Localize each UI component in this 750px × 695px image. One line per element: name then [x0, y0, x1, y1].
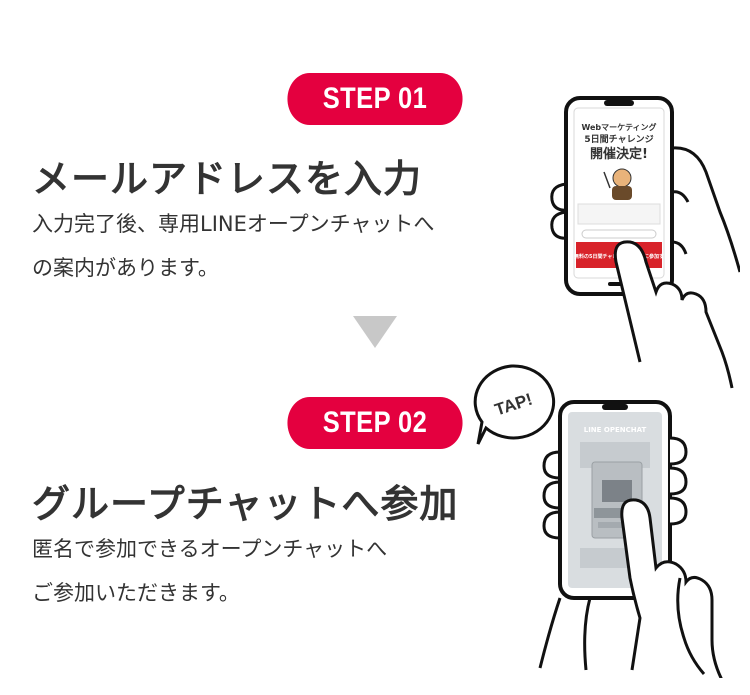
step-01-desc-line1: 入力完了後、専用LINEオープンチャットへ [32, 212, 435, 236]
step-01-badge: STEP 01 [287, 73, 463, 125]
phone1-line3: 開催決定! [590, 146, 648, 162]
phone2-header: LINE OPENCHAT [584, 426, 647, 434]
step-02-badge-label: STEP 02 [322, 406, 428, 439]
hand-holding-phone-icon: Webマーケティング 5日間チャレンジ 開催決定! 無料の5日間チャレ プログラ… [550, 96, 740, 389]
phone1-line2: 5日間チャレンジ [584, 134, 653, 145]
step-02-title: グループチャットへ参加 [32, 482, 459, 526]
step-02-badge: STEP 02 [287, 397, 463, 449]
step-01-badge-label: STEP 01 [322, 82, 428, 115]
hand-holding-phone-icon: LINE OPENCHAT [538, 400, 723, 678]
down-triangle-icon [353, 316, 397, 348]
step-02-desc-line2: ご参加いただきます。 [32, 581, 240, 605]
speech-bubble-icon: TAP! [473, 364, 556, 445]
step-01-desc-line2: の案内があります。 [32, 256, 219, 280]
step-01-title: メールアドレスを入力 [32, 157, 423, 201]
step-02-description: 匿名で参加できるオープンチャットへ ご参加いただきます。 [32, 527, 387, 615]
step-01-description: 入力完了後、専用LINEオープンチャットへ の案内があります。 [32, 202, 434, 290]
step-02-desc-line1: 匿名で参加できるオープンチャットへ [32, 537, 388, 561]
phone1-line1: Webマーケティング [581, 122, 656, 132]
